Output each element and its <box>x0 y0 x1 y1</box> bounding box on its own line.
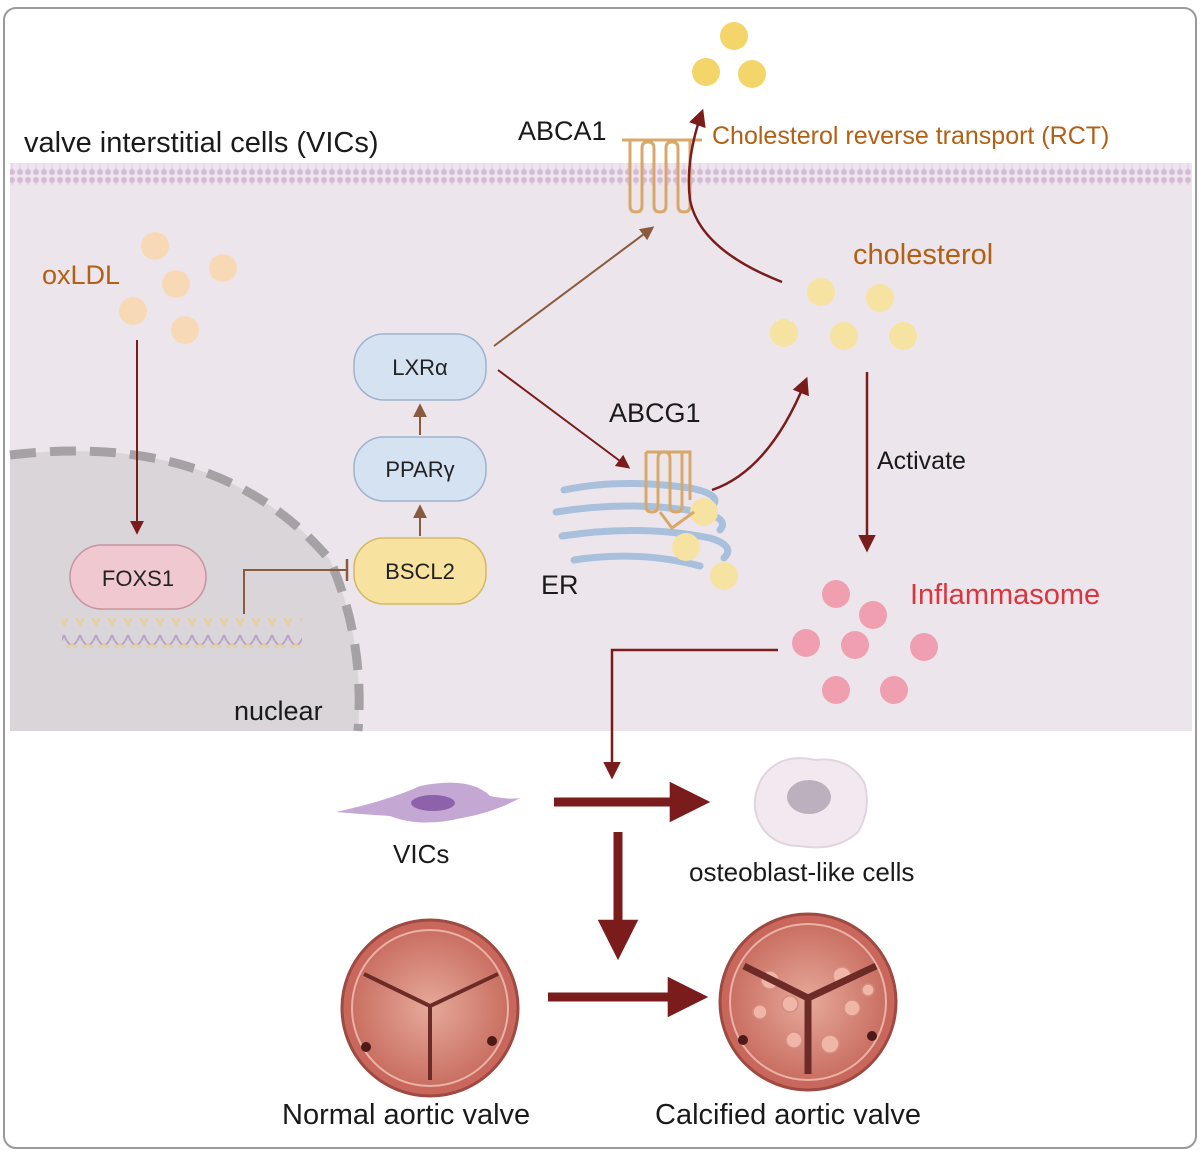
dna-helix-icon <box>62 618 302 648</box>
lxra-node <box>353 333 487 401</box>
vic-cell-icon <box>336 782 520 823</box>
osteoblast-cell-icon <box>753 757 868 849</box>
nuclear-label: nuclear <box>234 696 323 726</box>
bscl2-label: BSCL2 <box>385 559 455 584</box>
cell-title: valve interstitial cells (VICs) <box>24 127 379 159</box>
vics-label: VICs <box>393 839 449 869</box>
bscl2-node <box>353 537 487 605</box>
er-icon <box>552 479 732 570</box>
inflammasome-to-transition-arrow <box>603 648 778 780</box>
lxra-label: LXRα <box>392 355 448 380</box>
inflammasome-particles <box>792 580 938 704</box>
ppary-label: PPARγ <box>385 457 454 482</box>
activate-label: Activate <box>877 447 966 475</box>
rct-label: Cholesterol reverse transport (RCT) <box>712 122 1109 150</box>
er-label: ER <box>541 570 579 600</box>
osteoblast-label: osteoblast-like cells <box>689 857 914 887</box>
calcified-valve-icon <box>718 912 898 1092</box>
abcg1-to-cholesterol-arrow <box>711 376 809 492</box>
ppary-node <box>353 436 487 502</box>
foxs1-node <box>69 544 207 610</box>
inflammasome-label: Inflammasome <box>910 579 1100 611</box>
normal-valve-label: Normal aortic valve <box>282 1099 530 1131</box>
cholesterol-efflux-arrow <box>687 108 783 284</box>
er-cholesterol-particles <box>672 498 738 590</box>
lxra-to-abca1-arrow <box>493 226 655 347</box>
foxs1-label: FOXS1 <box>102 566 174 591</box>
cholesterol-particles <box>770 278 917 350</box>
abca1-transporter-icon <box>622 138 702 214</box>
foxs1-inhibits-bscl2-line <box>243 569 347 614</box>
cell-membrane <box>10 163 1192 185</box>
rct-particles <box>692 22 766 88</box>
abca1-label: ABCA1 <box>518 116 607 146</box>
cholesterol-label: cholesterol <box>853 239 993 271</box>
oxldl-particles <box>119 232 237 344</box>
oxldl-label: oxLDL <box>42 260 120 290</box>
normal-valve-icon <box>340 918 520 1098</box>
abcg1-transporter-icon <box>644 450 695 531</box>
lxra-to-abcg1-arrow <box>497 369 631 469</box>
abcg1-label: ABCG1 <box>609 398 701 428</box>
calcified-valve-label: Calcified aortic valve <box>655 1099 921 1131</box>
